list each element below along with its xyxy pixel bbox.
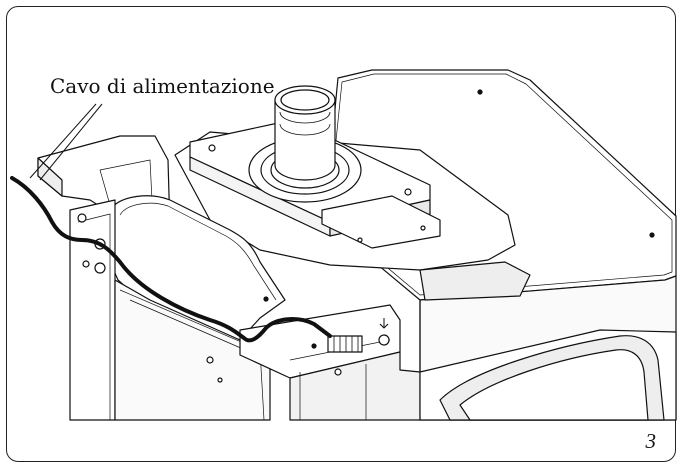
power-cable-label: Cavo di alimentazione xyxy=(50,74,275,98)
page-number: 3 xyxy=(645,429,657,453)
terminal-box xyxy=(239,304,421,421)
callout-leader xyxy=(29,103,103,181)
front-panel xyxy=(419,329,677,421)
power-cable xyxy=(10,176,332,343)
flue-plate xyxy=(189,119,441,249)
flue-pipe xyxy=(248,85,362,203)
cabinet-left-side xyxy=(69,199,271,421)
